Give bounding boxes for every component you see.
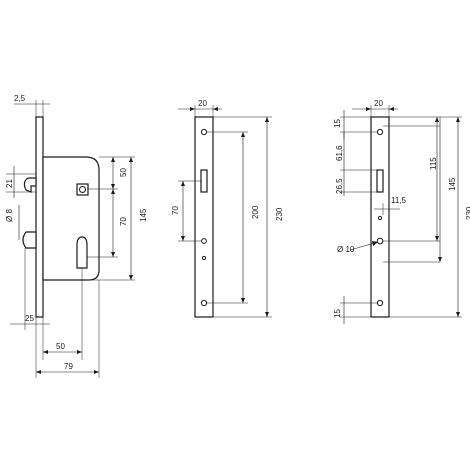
faceplate-view-dimensions: 20 70 200 230 <box>171 99 284 318</box>
dim-faceplate-to-body: 25 <box>25 314 34 323</box>
faceplate-front-outline <box>194 116 214 318</box>
faceplate-top-screw <box>200 128 208 136</box>
dim-upper-height: 50 <box>119 168 128 177</box>
strike-bottom-screw <box>376 299 384 307</box>
strike-view-dimensions: 20 15 61,6 26,5 11,5 Ø 10 15 115 <box>333 99 470 324</box>
faceplate-outline <box>35 116 44 318</box>
dim-backset: 50 <box>56 342 65 351</box>
dim-faceplate-total-height: 230 <box>275 207 284 221</box>
dim-strike-total-height: 230 <box>465 206 470 220</box>
dim-center-distance: 70 <box>119 217 128 226</box>
dim-strike-height-115: 115 <box>429 157 438 170</box>
faceplate-small-hole <box>201 255 207 261</box>
latch-slot <box>200 169 208 193</box>
faceplate-bottom-screw <box>200 299 208 307</box>
front-view-dimensions: 2,5 21 Ø 8 50 70 145 25 50 <box>5 94 148 378</box>
dim-strike-bottom-offset: 15 <box>333 309 342 318</box>
strike-plate-view <box>370 116 390 318</box>
strike-top-screw <box>376 128 384 136</box>
dim-faceplate-center-distance: 70 <box>171 206 180 215</box>
strike-slot <box>376 169 384 193</box>
arrowheads <box>36 107 460 374</box>
dim-strike-height-145: 145 <box>448 177 457 191</box>
strike-round-hole <box>376 237 384 245</box>
dim-latch-offset: 21 <box>5 179 14 188</box>
faceplate-lever-hole <box>201 238 207 244</box>
dim-screw-distance: 200 <box>251 205 260 219</box>
dim-body-height: 145 <box>139 208 148 222</box>
lever-toggle <box>22 231 37 249</box>
latch-bolt <box>23 177 37 193</box>
dim-strike-width: 20 <box>374 99 383 108</box>
front-view <box>22 116 100 318</box>
dim-faceplate-thickness: 2,5 <box>14 94 26 103</box>
dim-strike-top-offset: 15 <box>333 119 342 128</box>
dim-spindle-diameter: Ø 8 <box>5 209 14 222</box>
spindle-hole <box>79 186 86 193</box>
lock-body-outline <box>42 156 100 281</box>
strike-small-hole <box>377 215 383 221</box>
dim-strike-hole-diameter: Ø 10 <box>337 245 355 254</box>
dim-faceplate-width: 20 <box>198 99 207 108</box>
dim-strike-slot-width: 26,5 <box>335 178 344 194</box>
dim-strike-slot-height: 61,6 <box>335 145 344 161</box>
faceplate-view <box>194 116 214 318</box>
dim-body-depth: 79 <box>64 362 73 371</box>
dim-strike-offset: 11,5 <box>391 196 407 205</box>
cylinder-cutout <box>76 236 88 269</box>
